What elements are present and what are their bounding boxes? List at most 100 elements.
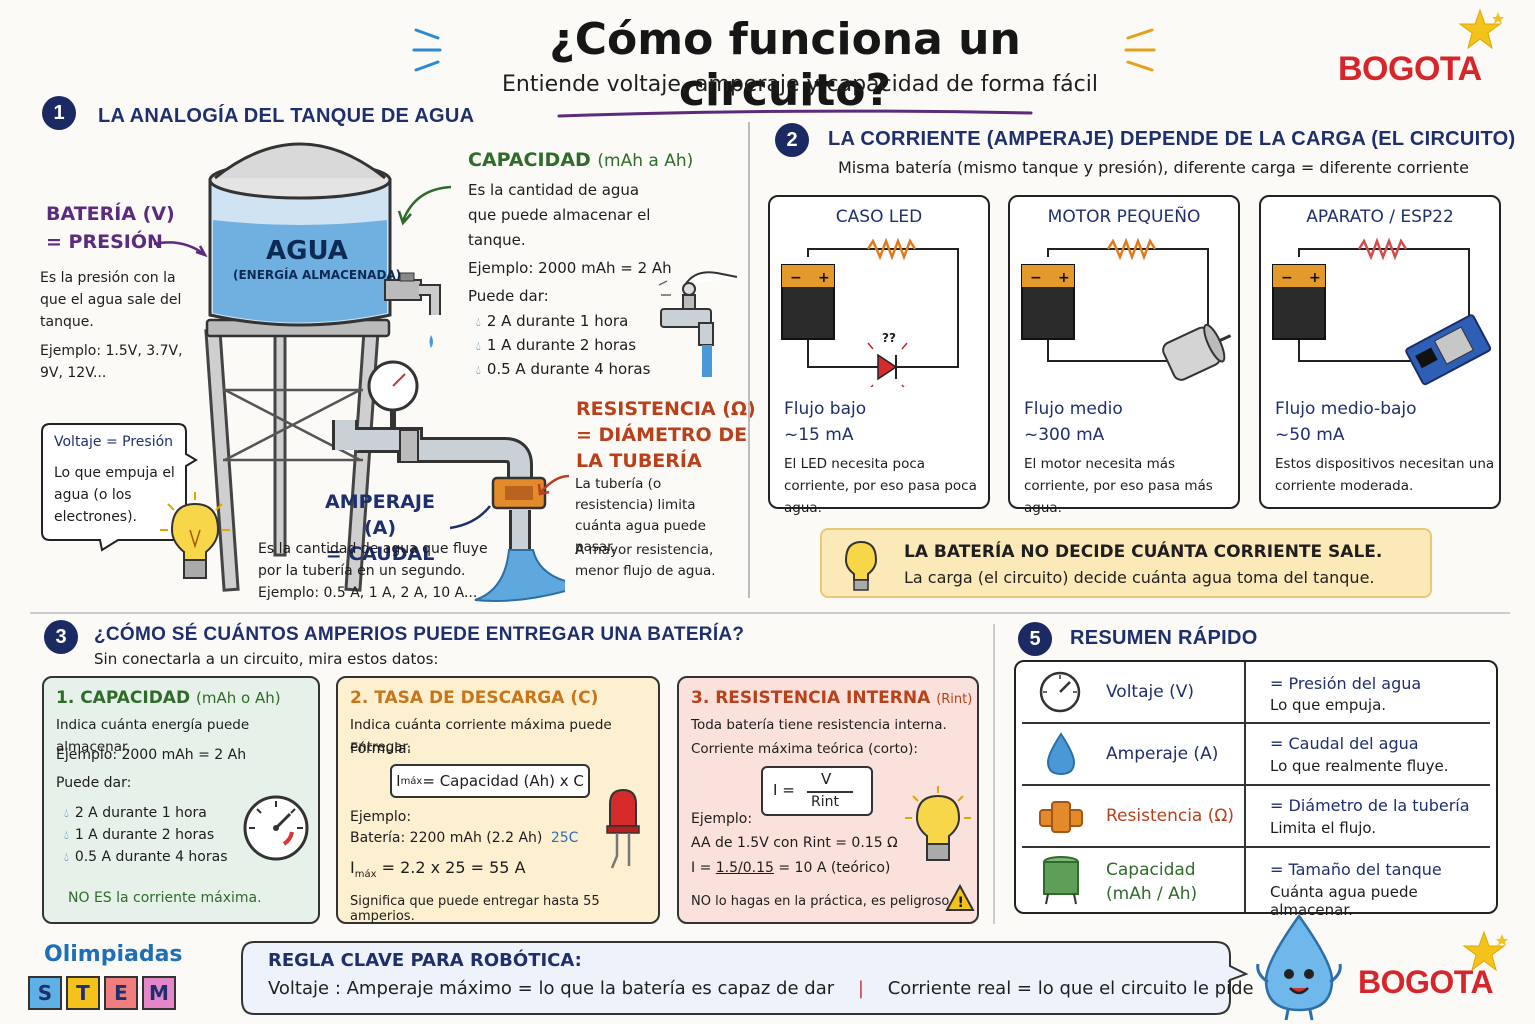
section-title: LA ANALOGÍA DEL TANQUE DE AGUA xyxy=(98,105,475,127)
arrow-icon xyxy=(397,185,452,226)
case-card-led: CASO LED − + ?? Flujo bajo ~15 mA El LED… xyxy=(768,195,990,516)
accent-lines-right-icon xyxy=(1124,28,1156,72)
drop-icon: 💧︎ xyxy=(476,363,481,377)
resistencia-interna-card: 3. RESISTENCIA INTERNA (Rint) Toda bater… xyxy=(677,676,979,924)
logo-text: BOGOTA xyxy=(1338,50,1482,88)
svg-text:−: − xyxy=(790,270,802,286)
card-title: 2. TASA DE DESCARGA (C) xyxy=(350,688,599,708)
amperaje-title: AMPERAJE (A) = CAUDAL xyxy=(320,489,440,567)
warning-icon: ! xyxy=(945,884,975,911)
section-number: 3 xyxy=(44,620,78,654)
case-flow-value: ~15 mA xyxy=(784,425,854,445)
divider-vertical xyxy=(748,122,750,598)
section-number: 1 xyxy=(42,96,76,130)
case-flow-value: ~300 mA xyxy=(1024,425,1105,445)
formula-label: Fórmula: xyxy=(350,741,412,757)
resistencia-title-line3: LA TUBERÍA xyxy=(576,450,702,472)
list-item: 💧︎0.5 A durante 4 horas xyxy=(476,360,651,378)
stem-block: M xyxy=(142,976,176,1010)
tank-sublabel: (ENERGÍA ALMACENADA) xyxy=(233,268,402,282)
card-sub: Corriente máxima teórica (corto): xyxy=(691,741,918,757)
bateria-title: BATERÍA (V) = PRESIÓN xyxy=(46,200,175,256)
bateria-title-line1: BATERÍA (V) xyxy=(46,203,175,225)
example-line: Batería: 2200 mAh (2.2 Ah) 25C xyxy=(350,830,579,846)
tank-label: AGUA xyxy=(266,236,348,266)
led-circuit-diagram: − + xyxy=(781,237,959,387)
svg-text:−: − xyxy=(1030,270,1042,286)
star-icon xyxy=(1458,8,1504,50)
card-body: Toda batería tiene resistencia interna. xyxy=(691,717,947,733)
card-example: Ejemplo: 2000 mAh = 2 Ah xyxy=(56,747,247,763)
example-line: AA de 1.5V con Rint = 0.15 Ω xyxy=(691,835,898,851)
card-note: NO lo hagas en la práctica, es peligroso… xyxy=(691,894,954,909)
capacidad-puede: Puede dar: xyxy=(468,287,549,305)
case-card-device: APARATO / ESP22 − + Flujo medio-bajo ~50… xyxy=(1259,195,1501,509)
formula-box: I = V Rint xyxy=(761,766,873,816)
card-body: Indica cuánta energía puede almacenar. xyxy=(56,717,250,755)
gauge-icon xyxy=(243,795,309,861)
case-flow-label: Flujo medio xyxy=(1024,399,1123,419)
subtitle-underline-icon xyxy=(557,109,1033,118)
list-item: 💧︎0.5 A durante 4 horas xyxy=(64,849,228,865)
card-title-text: 1. CAPACIDAD xyxy=(56,688,191,708)
capacidad-unit: (mAh a Ah) xyxy=(597,151,694,171)
capacidad-list: 💧︎2 A durante 1 hora 💧︎1 A durante 2 hor… xyxy=(476,310,650,382)
resistencia-title: RESISTENCIA (Ω) = DIÁMETRO DE LA TUBERÍA xyxy=(576,396,756,474)
table-row-label: Resistencia (Ω) xyxy=(1106,806,1234,826)
table-row-desc: Limita el flujo. xyxy=(1270,819,1377,837)
section-number: 5 xyxy=(1018,622,1052,656)
note-body: La carga (el circuito) decide cuánta agu… xyxy=(904,568,1375,587)
bateria-description: Es la presión con la que el agua sale de… xyxy=(40,270,182,330)
table-row-term: = Tamaño del tanque xyxy=(1270,860,1442,879)
case-card-motor: MOTOR PEQUEÑO − + Flujo medio ~300 mA El… xyxy=(1008,195,1240,516)
case-title: CASO LED xyxy=(835,207,923,227)
page-subtitle: Entiende voltaje, amperaje y capacidad d… xyxy=(502,72,1098,97)
case-title: MOTOR PEQUEÑO xyxy=(1047,207,1201,227)
drop-icon: 💧︎ xyxy=(476,315,481,329)
stem-block: T xyxy=(66,976,100,1010)
amperaje-description: Es la cantidad de agua que fluye por la … xyxy=(258,541,488,579)
section-title: ¿CÓMO SÉ CUÁNTOS AMPERIOS PUEDE ENTREGAR… xyxy=(94,624,745,645)
card-list: 💧︎2 A durante 1 hora 💧︎1 A durante 2 hor… xyxy=(64,802,228,868)
rule-separator: | xyxy=(857,978,864,999)
drop-icon: 💧︎ xyxy=(64,828,69,842)
case-description: El LED necesita poca corriente, por eso … xyxy=(784,456,977,516)
svg-text:!: ! xyxy=(958,895,964,911)
rule-title: REGLA CLAVE PARA ROBÓTICA: xyxy=(268,950,582,971)
case-description: Estos dispositivos necesitan una corrien… xyxy=(1275,456,1495,494)
table-row-term: = Caudal del agua xyxy=(1270,734,1419,753)
table-row-label: Capacidad xyxy=(1106,860,1196,880)
table-row-term: = Presión del agua xyxy=(1270,674,1422,693)
amperaje-example: Ejemplo: 0.5 A, 1 A, 2 A, 10 A... xyxy=(258,585,478,601)
capacidad-description: Es la cantidad de agua que puede almacen… xyxy=(468,181,651,249)
water-tank-illustration xyxy=(204,142,565,602)
resistencia-title-line1: RESISTENCIA (Ω) xyxy=(576,398,756,420)
page-title: ¿Cómo funciona un circuito? xyxy=(549,14,1021,116)
led-icon xyxy=(606,788,640,869)
drop-icon: 💧︎ xyxy=(64,850,69,864)
led-marks: ?? xyxy=(882,331,896,345)
accent-lines-left-icon xyxy=(412,28,442,72)
svg-text:+: + xyxy=(1309,270,1321,286)
stem-block: E xyxy=(104,976,138,1010)
bateria-example: Ejemplo: 1.5V, 3.7V, 9V, 12V... xyxy=(40,343,183,381)
card-title-unit: (mAh o Ah) xyxy=(196,689,281,707)
bogota-logo: BOGOTA xyxy=(1338,8,1508,92)
rule-bubble xyxy=(241,941,1249,1015)
list-item: 💧︎1 A durante 2 horas xyxy=(476,336,637,354)
water-drop-mascot-icon xyxy=(1256,913,1342,1021)
list-item: 💧︎1 A durante 2 horas xyxy=(64,827,215,843)
faucet-hand-illustration xyxy=(658,271,738,377)
table-row-label-2: (mAh / Ah) xyxy=(1106,884,1198,904)
svg-text:+: + xyxy=(818,270,830,286)
table-row-label: Voltaje (V) xyxy=(1106,682,1194,702)
section-subtitle: Sin conectarla a un circuito, mira estos… xyxy=(94,650,439,668)
card-title: 3. RESISTENCIA INTERNA (Rint) xyxy=(691,688,972,708)
section-title: LA CORRIENTE (AMPERAJE) DEPENDE DE LA CA… xyxy=(828,128,1516,150)
amperaje-title-line1: AMPERAJE (A) xyxy=(325,491,435,539)
note-title: LA BATERÍA NO DECIDE CUÁNTA CORRIENTE SA… xyxy=(904,542,1383,562)
summary-table: Voltaje (V) = Presión del agua Lo que em… xyxy=(1014,660,1498,919)
resistencia-description-2: A mayor resistencia, menor flujo de agua… xyxy=(575,542,716,579)
lightbulb-icon xyxy=(160,492,230,579)
